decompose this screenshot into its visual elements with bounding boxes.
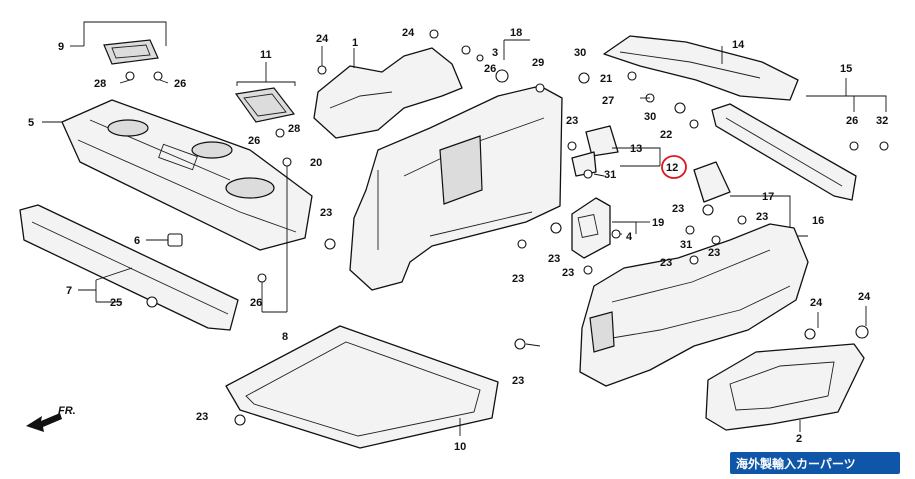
callout-24: 24 [810, 297, 823, 309]
callout-30: 30 [644, 111, 656, 123]
callout-10: 10 [454, 441, 466, 453]
callout-26: 26 [248, 135, 260, 147]
part-11-inset [234, 62, 296, 138]
part-7-sill-strip [19, 204, 239, 331]
callout-4: 4 [626, 231, 633, 243]
callout-8: 8 [282, 331, 288, 343]
callout-26: 26 [250, 297, 262, 309]
part-18-fasteners [476, 39, 545, 93]
callout-15: 15 [840, 63, 852, 75]
part-15-strip [711, 78, 889, 201]
callout-11: 11 [260, 49, 272, 61]
direction-label: FR. [58, 405, 76, 417]
callout-23: 23 [512, 375, 524, 387]
part-14-upper-panel [578, 35, 799, 129]
callout-14: 14 [732, 39, 745, 51]
misc-fasteners [514, 141, 577, 350]
callout-23: 23 [660, 257, 672, 269]
callout-23: 23 [566, 115, 578, 127]
callout-31: 31 [680, 239, 692, 251]
watermark-badge: 海外製輸入カーパーツ [730, 452, 900, 474]
callout-28: 28 [94, 78, 106, 90]
callout-1: 1 [352, 37, 358, 49]
callout-5: 5 [28, 117, 34, 129]
callouts: 9 28 26 5 6 7 25 11 26 28 20 26 8 24 1 2… [28, 27, 888, 453]
callout-25: 25 [110, 297, 122, 309]
part-16-side-lining [579, 204, 869, 387]
callout-16: 16 [812, 215, 824, 227]
callout-9: 9 [58, 41, 64, 53]
part-13-bracket [571, 125, 661, 179]
callout-20: 20 [310, 157, 322, 169]
part-9-inset [70, 21, 169, 84]
callout-29: 29 [532, 57, 544, 69]
part-8-bracket [257, 157, 292, 313]
callout-24: 24 [402, 27, 415, 39]
callout-17: 17 [762, 191, 774, 203]
callout-24: 24 [316, 33, 329, 45]
part-4-panel [571, 197, 650, 259]
callout-31: 31 [604, 169, 616, 181]
callout-26: 26 [846, 115, 858, 127]
part-5-rear-shelf [42, 99, 313, 251]
callout-27: 27 [602, 95, 614, 107]
watermark-text: 海外製輸入カーパーツ [736, 456, 856, 471]
part-17-flap [693, 161, 808, 237]
callout-23: 23 [756, 211, 768, 223]
callout-23: 23 [548, 253, 560, 265]
callout-23: 23 [512, 273, 524, 285]
callout-13: 13 [630, 143, 642, 155]
callout-21: 21 [600, 73, 612, 85]
callout-23: 23 [320, 207, 332, 219]
callout-30: 30 [574, 47, 586, 59]
callout-18: 18 [510, 27, 522, 39]
callout-22: 22 [660, 129, 672, 141]
callout-24: 24 [858, 291, 871, 303]
callout-19: 19 [652, 217, 664, 229]
callout-32: 32 [876, 115, 888, 127]
callout-23: 23 [562, 267, 574, 279]
part-6-clip [146, 233, 183, 247]
callout-7: 7 [66, 285, 72, 297]
callout-6: 6 [134, 235, 140, 247]
trunk-lining [324, 85, 593, 291]
callout-26: 26 [174, 78, 186, 90]
part-1-side-panel [313, 29, 471, 139]
part-2-corner-trim [705, 343, 865, 432]
callout-28: 28 [288, 123, 300, 135]
callout-12: 12 [666, 162, 678, 174]
callout-23: 23 [672, 203, 684, 215]
part-10-trunk-mat [225, 325, 499, 449]
callout-3: 3 [492, 47, 498, 59]
callout-23: 23 [196, 411, 208, 423]
callout-26: 26 [484, 63, 496, 75]
highlight-circle [661, 155, 687, 179]
callout-23: 23 [708, 247, 720, 259]
callout-2: 2 [796, 433, 802, 445]
front-direction-arrow: FR. [26, 405, 76, 432]
